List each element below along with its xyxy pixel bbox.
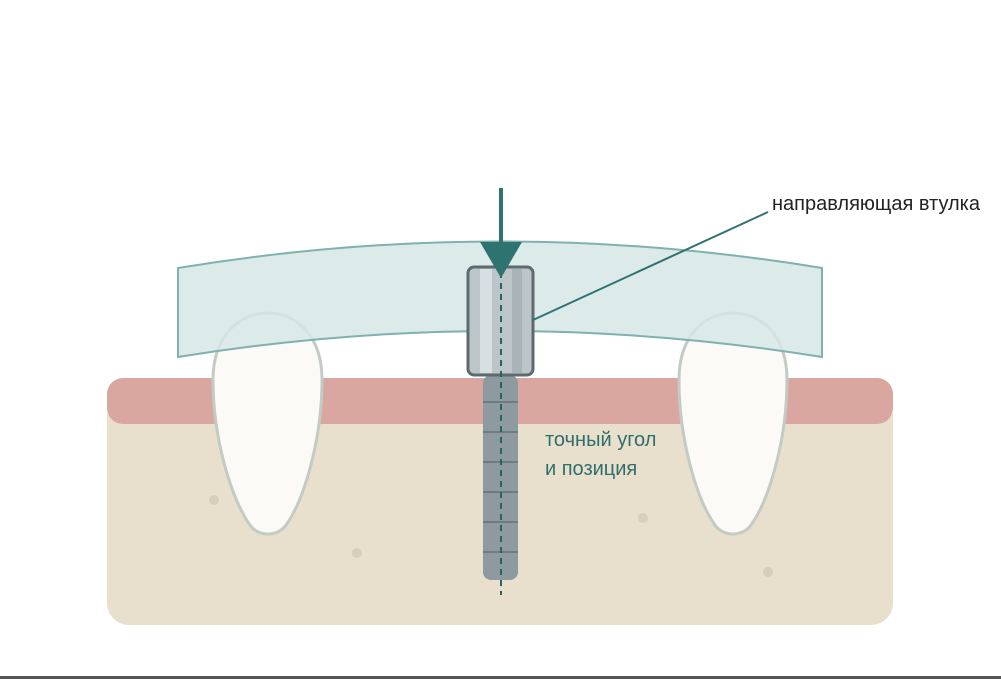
precision-label-line1: точный угол [545,429,656,451]
precision-label-line2: и позиция [545,458,637,480]
guide-sleeve-shade [512,269,522,373]
bottom-border [0,676,1001,679]
guide-sleeve-leader-line [532,211,769,321]
tooth-left [211,311,324,536]
bone-texture [209,495,773,577]
implant-body [483,375,518,580]
tooth-right [677,311,789,536]
guide-sleeve-highlight [480,269,492,373]
guide-sleeve-label: направляющая втулка [772,193,981,215]
drill-direction-arrow-head [480,242,522,278]
